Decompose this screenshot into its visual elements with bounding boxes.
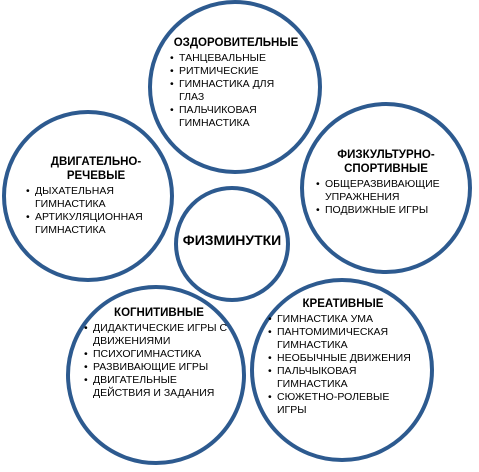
- node-title: КРЕАТИВНЫЕ: [302, 298, 384, 310]
- list-item: ДВИГАТЕЛЬНЫЕ ДЕЙСТВИЯ И ЗАДАНИЯ: [84, 374, 234, 400]
- list-item: СЮЖЕТНО-РОЛЕВЫЕ ИГРЫ: [268, 391, 418, 417]
- node-title: КОГНИТИВНЫЕ: [114, 307, 204, 319]
- list-item: ГИМНАСТИКА ДЛЯ ГЛАЗ: [170, 78, 302, 104]
- list-item: ОБЩЕРАЗВИВАЮЩИЕ УПРАЖНЕНИЯ: [316, 178, 456, 204]
- node-list: ТАНЦЕВАЛЬНЫЕ РИТМИЧЕСКИЕ ГИМНАСТИКА ДЛЯ …: [170, 52, 302, 130]
- list-item: РАЗВИВАЮЩИЕ ИГРЫ: [84, 361, 234, 374]
- node-list: ДЫХАТЕЛЬНАЯ ГИМНАСТИКА АРТИКУЛЯЦИОННАЯ Г…: [26, 185, 166, 237]
- list-item: РИТМИЧЕСКИЕ: [170, 65, 302, 78]
- list-item: ТАНЦЕВАЛЬНЫЕ: [170, 52, 302, 65]
- list-item: ДЫХАТЕЛЬНАЯ ГИМНАСТИКА: [26, 185, 166, 211]
- node-title: ОЗДОРОВИТЕЛЬНЫЕ: [173, 37, 299, 49]
- list-item: ПСИХОГИМНАСТИКА: [84, 348, 234, 361]
- list-item: ПАЛЬЧИКОВАЯ ГИМНАСТИКА: [170, 104, 302, 130]
- node-kognitivnye: КОГНИТИВНЫЕ ДИДАКТИЧЕСКИЕ ИГРЫ С ДВИЖЕНИ…: [84, 306, 234, 400]
- list-item: ГИМНАСТИКА УМА: [268, 313, 418, 326]
- node-title: ДВИГАТЕЛЬНО-РЕЧЕВЫЕ: [50, 156, 142, 182]
- circle-center: [174, 186, 290, 302]
- node-ozdorovitelnye: ОЗДОРОВИТЕЛЬНЫЕ ТАНЦЕВАЛЬНЫЕ РИТМИЧЕСКИЕ…: [170, 36, 302, 130]
- node-list: ГИМНАСТИКА УМА ПАНТОМИМИЧЕСКАЯ ГИМНАСТИК…: [268, 313, 418, 417]
- center-title: ФИЗМИНУТКИ: [182, 232, 282, 248]
- list-item: ПАНТОМИМИЧЕСКАЯ ГИМНАСТИКА: [268, 326, 418, 352]
- node-title: ФИЗКУЛЬТУРНО-СПОРТИВНЫЕ: [337, 149, 435, 175]
- node-fizkulturno-sportivnye: ФИЗКУЛЬТУРНО-СПОРТИВНЫЕ ОБЩЕРАЗВИВАЮЩИЕ …: [316, 148, 456, 217]
- node-list: ОБЩЕРАЗВИВАЮЩИЕ УПРАЖНЕНИЯ ПОДВИЖНЫЕ ИГР…: [316, 178, 456, 217]
- node-kreativnye: КРЕАТИВНЫЕ ГИМНАСТИКА УМА ПАНТОМИМИЧЕСКА…: [268, 297, 418, 417]
- node-dvigatelno-rechevye: ДВИГАТЕЛЬНО-РЕЧЕВЫЕ ДЫХАТЕЛЬНАЯ ГИМНАСТИ…: [26, 155, 166, 237]
- list-item: ПОДВИЖНЫЕ ИГРЫ: [316, 204, 456, 217]
- node-list: ДИДАКТИЧЕСКИЕ ИГРЫ С ДВИЖЕНИЯМИ ПСИХОГИМ…: [84, 322, 234, 400]
- list-item: АРТИКУЛЯЦИОННАЯ ГИМНАСТИКА: [26, 211, 166, 237]
- list-item: НЕОБЫЧНЫЕ ДВИЖЕНИЯ: [268, 352, 418, 365]
- list-item: ПАЛЬЧЫКОВАЯ ГИМНАСТИКА: [268, 365, 418, 391]
- list-item: ДИДАКТИЧЕСКИЕ ИГРЫ С ДВИЖЕНИЯМИ: [84, 322, 234, 348]
